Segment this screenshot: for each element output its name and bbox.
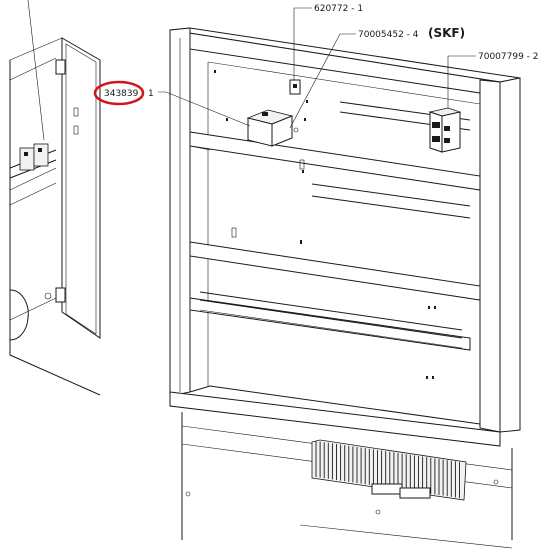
cabinet-frame <box>169 27 521 447</box>
callout-343839-code: 343839 <box>104 89 139 99</box>
cabinet-side-view <box>9 0 101 396</box>
callout-skf-note: (SKF) <box>428 26 465 40</box>
terminal-block-70007799[interactable] <box>428 107 462 153</box>
leader-lines <box>158 7 476 129</box>
highlight-ring <box>93 80 145 106</box>
callout-70007799: 70007799 - 2 <box>478 52 539 62</box>
callout-70005452: 70005452 - 4 <box>358 30 419 40</box>
relay-343839[interactable] <box>246 109 299 147</box>
callouts: 620772 - 1 70005452 - 4 (SKF) 70007799 -… <box>104 4 539 99</box>
callout-620772: 620772 - 1 <box>314 4 363 14</box>
heater-element <box>311 439 467 501</box>
terminal-620772[interactable] <box>289 79 301 95</box>
callout-343839-qty: 1 <box>148 89 154 99</box>
